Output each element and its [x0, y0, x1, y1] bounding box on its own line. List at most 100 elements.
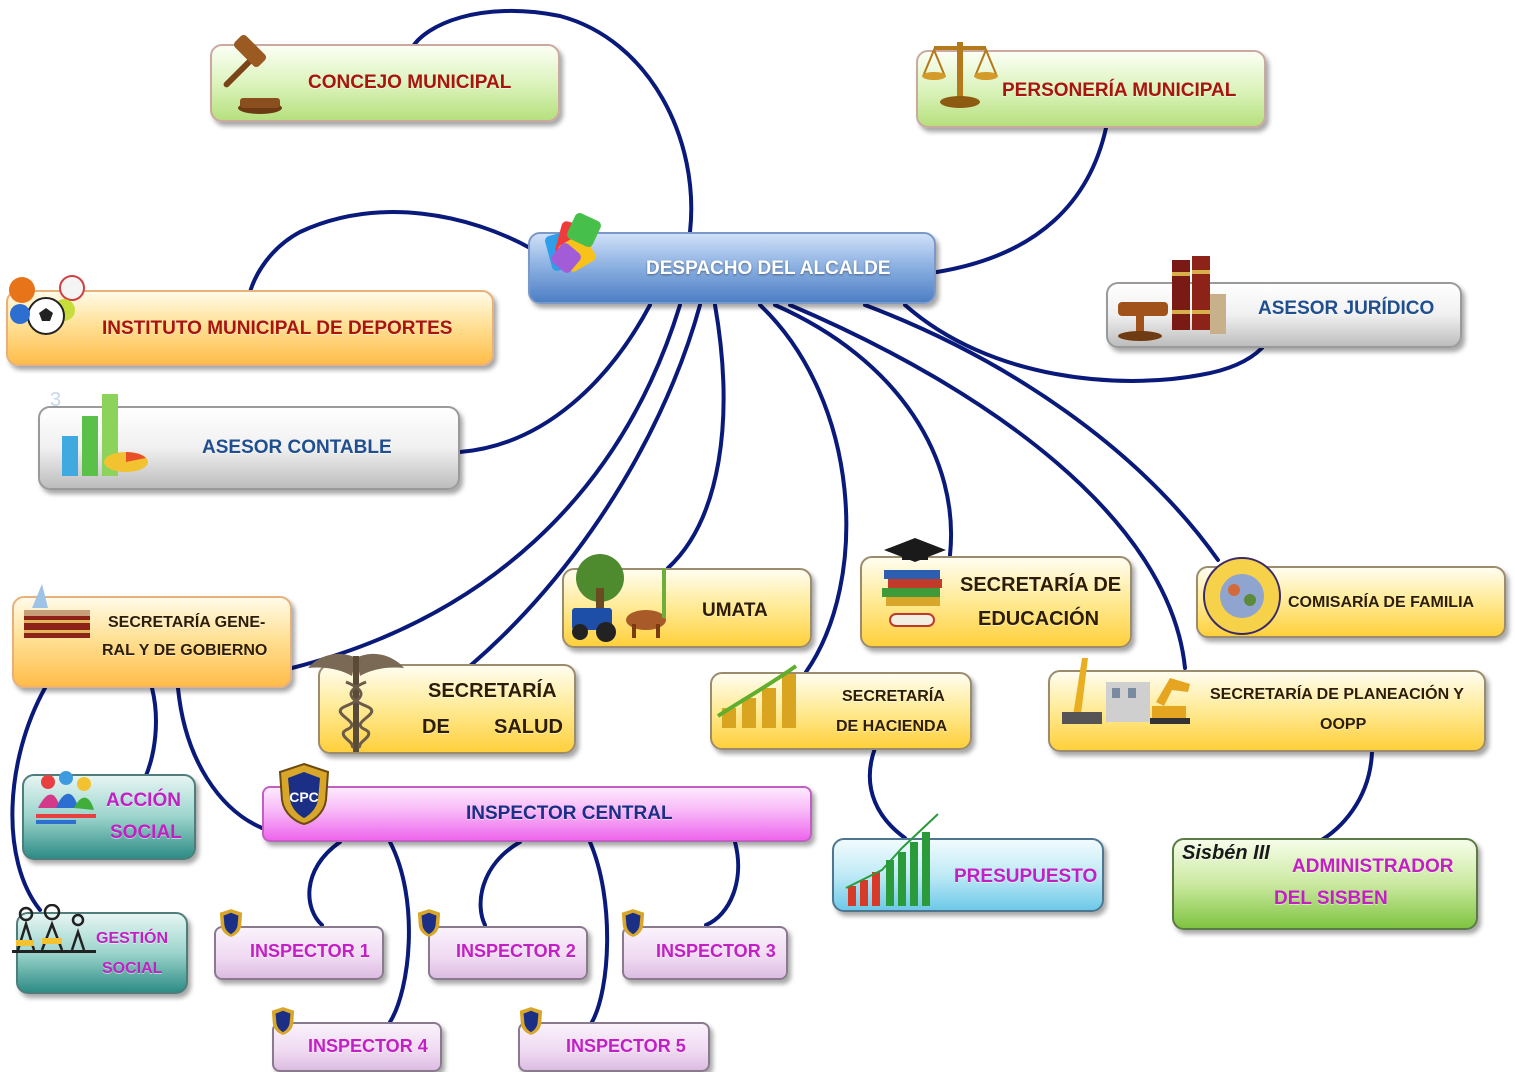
link-accion	[143, 686, 158, 780]
link-presupuesto	[867, 746, 907, 840]
node-label: SECRETARÍA DE PLANEACIÓN Y	[1210, 686, 1464, 703]
node-secretaria-educacion[interactable]: SECRETARÍA DE EDUCACIÓN	[860, 538, 1132, 648]
books-graduation-icon	[882, 538, 946, 627]
police-shield-icon: CPC	[278, 762, 330, 826]
node-label: PRESUPUESTO	[954, 866, 1098, 887]
link-educacion	[773, 303, 953, 557]
police-shield-icon	[219, 909, 243, 937]
svg-text:3: 3	[50, 389, 61, 411]
node-presupuesto[interactable]: PRESUPUESTO	[832, 813, 1104, 912]
node-label: ASESOR CONTABLE	[202, 437, 392, 458]
coin-stacks-growth-icon	[716, 664, 798, 728]
node-inspector-2[interactable]: INSPECTOR 2	[417, 909, 588, 980]
sisben-logo: Sisbén III	[1182, 842, 1270, 864]
node-label: SECRETARÍA	[842, 688, 945, 705]
node-inspector-3[interactable]: INSPECTOR 3	[621, 909, 788, 980]
tractor-farm-icon	[572, 554, 666, 642]
node-label: INSTITUTO MUNICIPAL DE DEPORTES	[102, 318, 453, 339]
gavel-icon	[223, 34, 282, 114]
police-shield-icon	[417, 909, 441, 937]
police-shield-icon	[621, 909, 645, 937]
node-personeria-municipal[interactable]: PERSONERÍA MUNICIPAL	[916, 42, 1266, 128]
link-gestion	[10, 686, 47, 912]
link-sec-general	[290, 303, 682, 670]
sports-balls-icon	[9, 275, 85, 335]
link-contable	[458, 303, 652, 454]
link-planeacion	[788, 303, 1187, 670]
node-instituto-deportes[interactable]: INSTITUTO MUNICIPAL DE DEPORTES	[6, 275, 494, 366]
svg-text:CPC: CPC	[289, 789, 319, 805]
node-label: DE HACIENDA	[836, 718, 948, 735]
node-label: OOPP	[1320, 716, 1367, 733]
link-concejo	[410, 8, 694, 234]
link-comisaria	[863, 303, 1220, 562]
people-colors-icon	[36, 771, 96, 824]
link-inspector-2	[478, 840, 522, 927]
node-label: GESTIÓN	[96, 930, 169, 947]
node-umata[interactable]: UMATA	[562, 554, 812, 648]
node-label: ASESOR JURÍDICO	[1258, 298, 1435, 319]
node-label: ADMINISTRADOR	[1292, 856, 1454, 877]
node-label: INSPECTOR 5	[566, 1036, 686, 1056]
link-salud	[438, 303, 702, 692]
link-personeria	[935, 126, 1108, 274]
link-juridico	[903, 303, 1264, 383]
node-label: INSPECTOR CENTRAL	[466, 803, 673, 824]
construction-machinery-icon	[1062, 658, 1190, 724]
node-label: DESPACHO DEL ALCALDE	[646, 258, 891, 279]
node-label: SECRETARÍA GENE-	[108, 614, 266, 631]
node-secretaria-salud[interactable]: SECRETARÍA DE SALUD	[308, 653, 576, 754]
node-label: ACCIÓN	[106, 790, 181, 811]
node-comisaria-familia[interactable]: COMISARÍA DE FAMILIA	[1196, 557, 1506, 638]
colorful-cubes-icon	[545, 213, 601, 273]
family-icon	[12, 904, 96, 953]
node-secretaria-hacienda[interactable]: SECRETARÍA DE HACIENDA	[710, 664, 972, 750]
link-inspector-4	[388, 840, 411, 1024]
scales-of-justice-icon	[922, 42, 998, 108]
node-label: INSPECTOR 2	[456, 941, 576, 961]
node-label: SALUD	[494, 716, 563, 738]
node-asesor-contable[interactable]: 3 ASESOR CONTABLE	[38, 389, 460, 490]
node-label: SOCIAL	[110, 822, 182, 843]
node-label: INSPECTOR 1	[250, 941, 370, 961]
node-inspector-4[interactable]: INSPECTOR 4	[271, 1007, 442, 1072]
node-label: DE	[422, 716, 450, 738]
node-label: INSPECTOR 4	[308, 1036, 428, 1056]
node-label: CONCEJO MUNICIPAL	[308, 72, 512, 93]
node-asesor-juridico[interactable]: ASESOR JURÍDICO	[1106, 256, 1462, 348]
caduceus-icon	[308, 653, 404, 752]
police-shield-icon	[271, 1007, 295, 1035]
link-hacienda	[758, 303, 849, 674]
node-accion-social[interactable]: ACCIÓN SOCIAL	[22, 771, 196, 860]
node-label: SECRETARÍA DE	[960, 574, 1122, 596]
node-administrador-sisben[interactable]: Sisbén III ADMINISTRADOR DEL SISBEN	[1172, 838, 1478, 930]
node-label: PERSONERÍA MUNICIPAL	[1002, 80, 1237, 101]
node-concejo-municipal[interactable]: CONCEJO MUNICIPAL	[210, 34, 560, 122]
law-books-icon	[1118, 256, 1226, 341]
node-secretaria-planeacion[interactable]: SECRETARÍA DE PLANEACIÓN Y OOPP	[1048, 658, 1486, 752]
node-label: RAL Y DE GOBIERNO	[102, 642, 268, 659]
node-gestion-social[interactable]: GESTIÓN SOCIAL	[12, 904, 188, 994]
bar-chart-pie-icon: 3	[50, 389, 148, 476]
node-label: SOCIAL	[102, 960, 163, 977]
link-inspector-5	[588, 840, 610, 1024]
node-label: DEL SISBEN	[1274, 888, 1388, 909]
growth-bars-icon	[845, 813, 939, 906]
link-inspector-1	[307, 840, 342, 927]
node-despacho-del-alcalde[interactable]: DESPACHO DEL ALCALDE	[528, 213, 936, 304]
node-inspector-5[interactable]: INSPECTOR 5	[518, 1007, 710, 1072]
node-label: COMISARÍA DE FAMILIA	[1288, 594, 1475, 611]
children-rights-seal-icon	[1203, 557, 1281, 635]
link-inspector-central	[176, 686, 264, 830]
link-umata	[666, 303, 726, 570]
node-label: SECRETARÍA	[428, 680, 557, 702]
node-secretaria-general[interactable]: SECRETARÍA GENE- RAL Y DE GOBIERNO	[12, 584, 292, 688]
link-deportes	[248, 210, 532, 294]
link-inspector-3	[704, 840, 741, 927]
books-justice-icon	[24, 584, 90, 638]
police-shield-icon	[519, 1007, 543, 1035]
node-inspector-central[interactable]: CPC INSPECTOR CENTRAL	[262, 762, 812, 842]
node-label: INSPECTOR 3	[656, 941, 776, 961]
node-inspector-1[interactable]: INSPECTOR 1	[214, 909, 384, 980]
